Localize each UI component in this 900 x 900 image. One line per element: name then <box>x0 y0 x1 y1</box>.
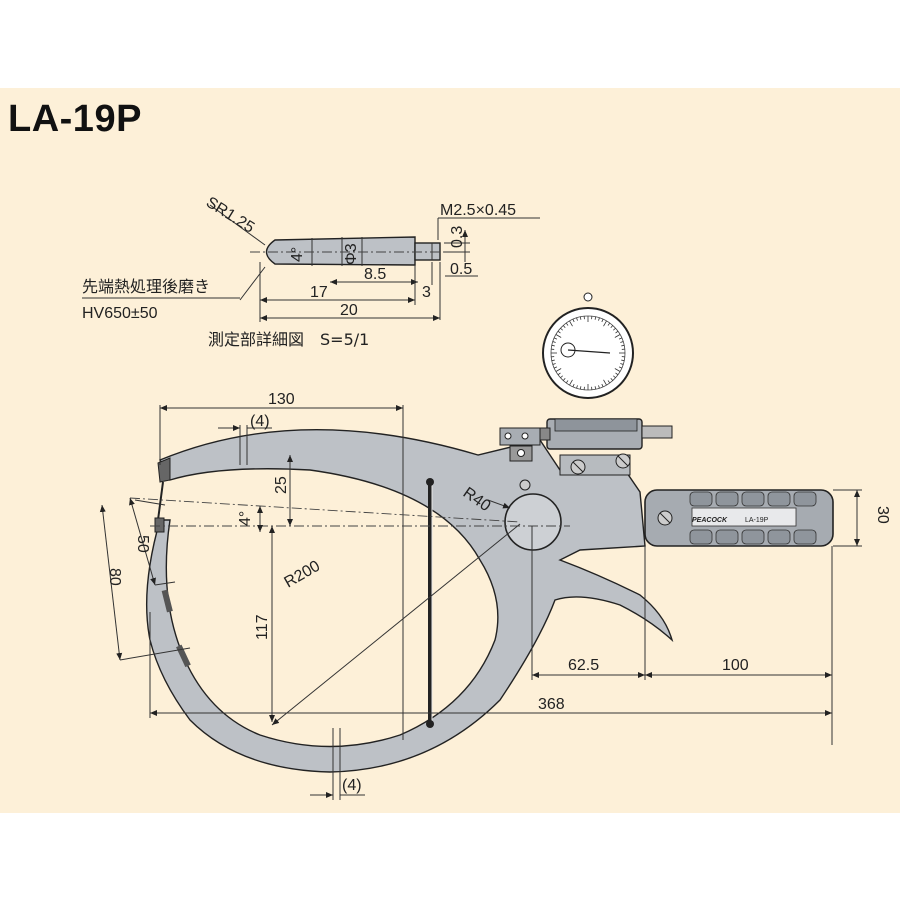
dial-tick <box>554 366 558 369</box>
dial-tick <box>569 379 573 386</box>
dial-tick <box>603 379 607 386</box>
thread-label: M2.5×0.45 <box>440 202 516 219</box>
dial-tick <box>614 334 621 338</box>
dim-4-bottom: (4) <box>342 777 362 794</box>
dial-tick <box>562 325 566 329</box>
page-title: LA-19P <box>8 98 142 140</box>
dial-tick <box>621 359 625 362</box>
dial-tick <box>621 344 625 347</box>
dial-tick <box>560 327 564 331</box>
dim-0-3: 0.3 <box>449 226 466 248</box>
dial-gauge-face <box>542 292 634 399</box>
dial-tick <box>618 366 622 369</box>
dial-tick <box>562 377 566 381</box>
dial-tick <box>557 330 561 334</box>
tip-diameter-label: Φ3 <box>343 243 360 265</box>
tip-angle-label: 4° <box>289 247 306 262</box>
tip-detail-view <box>209 204 540 322</box>
tip-radius-label: SR1.25 <box>203 194 257 237</box>
dial-tick <box>565 322 569 326</box>
dial-tick <box>598 385 600 389</box>
detail-caption: 測定部詳細図 S=5/1 <box>208 330 369 349</box>
dial-tick <box>576 385 578 389</box>
dim-17: 17 <box>310 284 328 301</box>
dial-tick <box>610 377 614 381</box>
dial-tick <box>612 327 616 331</box>
dial-tick <box>572 319 575 323</box>
dim-100: 100 <box>722 657 749 674</box>
dial-tick <box>551 359 555 362</box>
dial-tick <box>576 317 578 321</box>
dial-tick <box>560 375 564 379</box>
dial-tick <box>620 341 624 343</box>
dim-117: 117 <box>254 614 271 640</box>
dial-tick <box>594 386 597 390</box>
dim-80: 80 <box>106 568 123 586</box>
dim-r200: R200 <box>282 558 324 592</box>
dial-tick <box>552 341 556 343</box>
dim-8-5: 8.5 <box>364 266 386 283</box>
dial-tick <box>598 317 600 321</box>
dial-tick <box>603 320 607 327</box>
dial-tick <box>618 337 622 340</box>
dial-tick <box>594 316 597 320</box>
dial-tick <box>572 383 575 387</box>
dial-tick <box>607 380 611 384</box>
dial-tick <box>601 383 604 387</box>
dial-tick <box>620 363 624 365</box>
dial-tick <box>551 344 555 347</box>
dial-tick <box>614 368 621 372</box>
brand-logo: PEACOCK <box>692 517 728 524</box>
dial-tick <box>579 316 582 320</box>
dial-tick <box>607 322 611 326</box>
dial-tick <box>557 372 561 376</box>
dim-62-5: 62.5 <box>568 657 599 674</box>
dial-tick <box>615 330 619 334</box>
dim-368: 368 <box>538 696 565 713</box>
dial-tick <box>565 380 569 384</box>
handle-model-label: LA-19P <box>745 517 769 524</box>
dim-0-5: 0.5 <box>450 261 472 278</box>
caliper-body <box>145 418 834 773</box>
dial-tick <box>601 319 604 323</box>
hardness-note: HV650±50 <box>82 305 158 322</box>
dial-tick <box>612 375 616 379</box>
dial-tick <box>579 386 582 390</box>
dim-4-top: (4) <box>250 413 270 430</box>
dim-4-deg: 4° <box>237 511 254 526</box>
dimension-lines <box>99 405 862 800</box>
dial-tick <box>615 372 619 376</box>
dial-tick <box>554 337 558 340</box>
dial-tick <box>555 334 562 338</box>
dim-130: 130 <box>268 391 295 408</box>
dial-tick <box>569 320 573 327</box>
heat-treatment-note: 先端熱処理後磨き <box>82 277 210 296</box>
dim-25: 25 <box>273 476 290 494</box>
dial-tick <box>552 363 556 365</box>
dim-50: 50 <box>134 535 151 553</box>
dim-30: 30 <box>874 506 891 524</box>
dim-20: 20 <box>340 302 358 319</box>
dim-3: 3 <box>422 284 431 301</box>
dial-tick <box>555 368 562 372</box>
dial-tick <box>610 325 614 329</box>
